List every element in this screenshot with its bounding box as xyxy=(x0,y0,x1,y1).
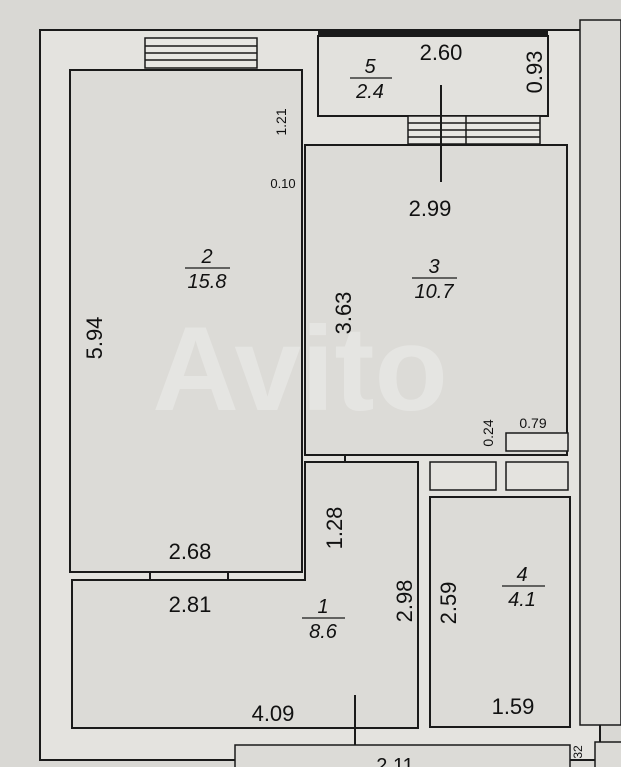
dim-hall-width-top: 2.81 xyxy=(169,592,212,617)
dim-bath-width: 1.59 xyxy=(492,694,535,719)
room-3 xyxy=(304,144,568,456)
window xyxy=(144,37,258,69)
room-2 xyxy=(69,69,303,573)
dim-room2-wall-offset: 1.21 xyxy=(273,108,289,135)
room-4 xyxy=(429,496,571,728)
niche-box xyxy=(429,461,497,491)
dim-hall-width-bottom: 4.09 xyxy=(252,701,295,726)
dim-niche-width: 0.79 xyxy=(519,415,546,431)
adjacent-wall-right xyxy=(579,19,621,726)
window xyxy=(407,115,541,145)
dim-corner-partial: 32 xyxy=(571,745,585,759)
svg-text:2: 2 xyxy=(200,246,212,268)
dim-bath-length: 2.59 xyxy=(436,582,461,625)
dim-balcony-width: 2.60 xyxy=(420,40,463,65)
room-label-4: 4 4.1 xyxy=(502,564,545,611)
dim-hall-length: 2.98 xyxy=(392,580,417,623)
adjacent-wall-bottom xyxy=(234,744,571,767)
svg-text:4: 4 xyxy=(516,564,527,586)
niche-box xyxy=(505,461,569,491)
dim-bottom-partial: 2.11 xyxy=(376,755,413,767)
svg-text:5: 5 xyxy=(364,56,376,78)
watermark: Avito xyxy=(152,302,448,436)
dim-niche-depth: 0.24 xyxy=(480,419,496,446)
room-label-3: 3 10.7 xyxy=(412,256,457,303)
dim-room2-step: 0.10 xyxy=(270,176,295,191)
room-1 xyxy=(71,461,419,729)
room-label-2: 2 15.8 xyxy=(185,246,230,293)
svg-text:2.4: 2.4 xyxy=(355,81,384,103)
svg-text:4.1: 4.1 xyxy=(508,589,536,611)
room-5 xyxy=(317,35,549,117)
svg-text:1: 1 xyxy=(317,596,328,618)
svg-text:8.6: 8.6 xyxy=(309,621,338,643)
balcony-top-wall xyxy=(318,29,548,37)
adjacent-wall-corner xyxy=(594,741,621,767)
svg-text:3: 3 xyxy=(428,256,439,278)
dim-room2-width: 2.68 xyxy=(169,539,212,564)
niche-box xyxy=(505,432,569,452)
svg-text:15.8: 15.8 xyxy=(188,271,227,293)
dim-hall-upper: 1.28 xyxy=(322,507,347,550)
svg-text:10.7: 10.7 xyxy=(415,281,455,303)
room-label-5: 5 2.4 xyxy=(350,56,392,103)
dim-balcony-depth: 0.93 xyxy=(522,51,547,94)
dim-room2-length: 5.94 xyxy=(82,317,107,360)
room-label-1: 1 8.6 xyxy=(302,596,345,643)
dim-room3-length: 3.63 xyxy=(331,292,356,335)
dim-room3-width: 2.99 xyxy=(409,196,452,221)
